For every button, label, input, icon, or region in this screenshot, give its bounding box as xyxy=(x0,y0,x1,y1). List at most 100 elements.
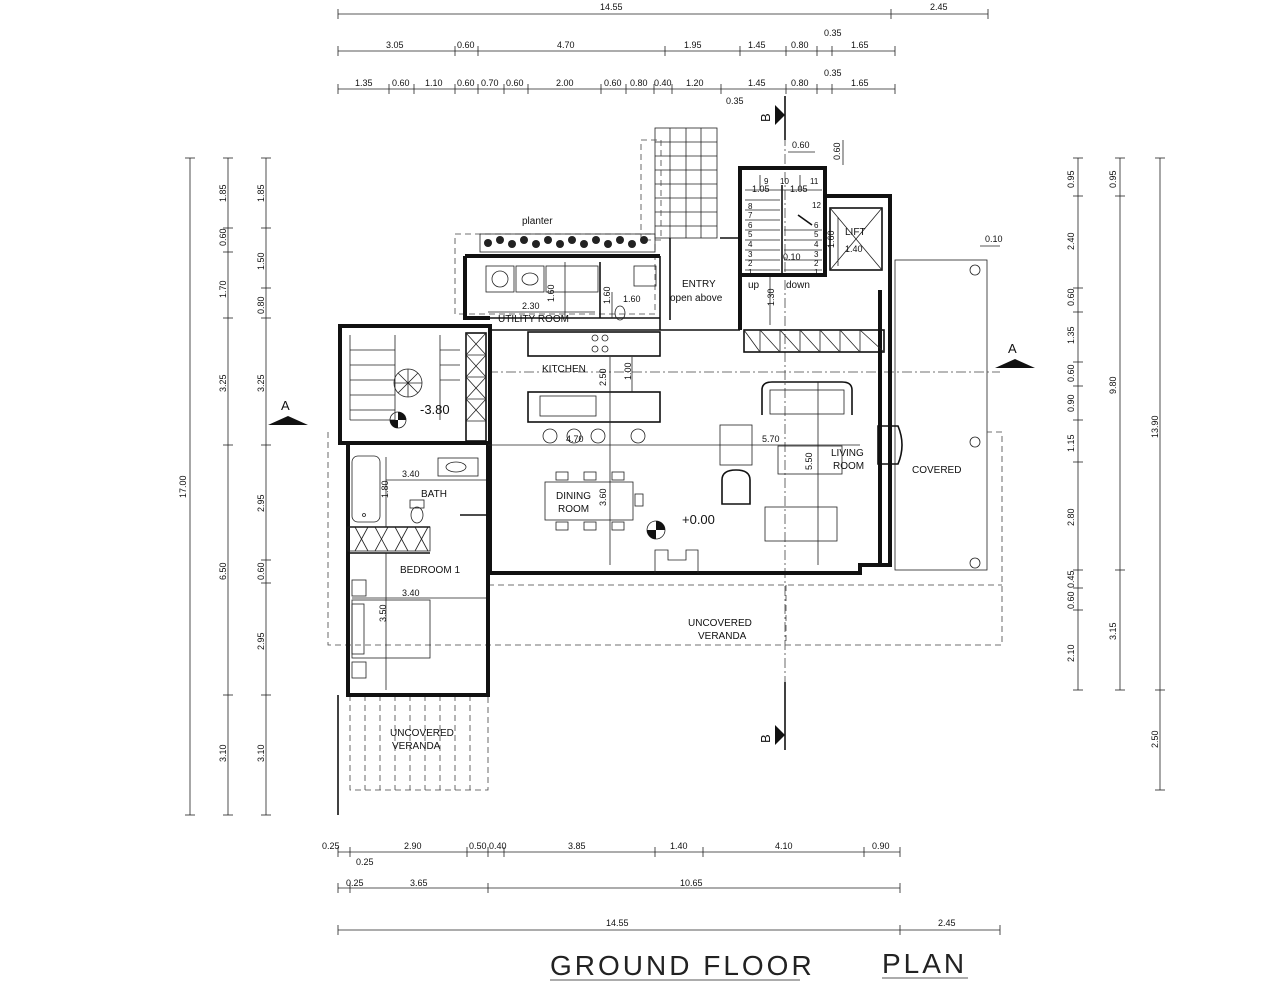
section-a-right: A xyxy=(1008,341,1017,356)
dim-text: 0.45 xyxy=(1066,570,1076,588)
dim-text: 0.80 xyxy=(791,40,809,50)
label-veranda-main-2: VERANDA xyxy=(698,631,747,642)
stair-number: 11 xyxy=(810,177,819,186)
inner-dimensions: 1.05 1.05 0.60 0.60 1.60 1.40 0.10 1.30 … xyxy=(352,140,863,690)
dim-text: 0.90 xyxy=(1066,394,1076,412)
label-planter: planter xyxy=(522,216,553,227)
label-veranda-low-2: VERANDA xyxy=(392,741,441,752)
dim-text: 1.85 xyxy=(218,184,228,202)
dim-text: 2.50 xyxy=(598,368,608,386)
stair-number: 5 xyxy=(814,230,819,239)
walls xyxy=(338,166,892,697)
dim-text: 0.60 xyxy=(506,78,524,88)
dim-text: 17.00 xyxy=(178,475,188,498)
section-markers: A A B B xyxy=(268,96,1035,750)
dim-text: 0.60 xyxy=(832,142,842,160)
level-main: +0.00 xyxy=(682,512,715,527)
label-lift: LIFT xyxy=(845,227,866,238)
dim-text: 5.50 xyxy=(804,452,814,470)
dim-text: 2.50 xyxy=(1150,730,1160,748)
label-utility-room: UTILITY ROOM xyxy=(498,314,569,325)
dim-text: 0.95 xyxy=(1108,170,1118,188)
dim-text: 0.60 xyxy=(256,562,266,580)
label-bath: BATH xyxy=(421,489,447,500)
dim-text: 9.80 xyxy=(1108,376,1118,394)
stair-number: 12 xyxy=(812,201,821,210)
dim-text: 3.65 xyxy=(410,878,428,888)
dim-text: 2.45 xyxy=(938,918,956,928)
dim-text: 3.60 xyxy=(598,488,608,506)
label-living-2: ROOM xyxy=(833,461,864,472)
dim-text: 3.25 xyxy=(256,374,266,392)
dim-text: 0.25 xyxy=(346,878,364,888)
top-dimensions: 14.55 2.45 3.05 0.60 4.70 1.95 1.45 0.80… xyxy=(337,2,989,106)
dim-text: 1.35 xyxy=(355,78,373,88)
label-down: down xyxy=(786,280,810,291)
dim-text: 0.10 xyxy=(783,252,801,262)
dim-text: 3.05 xyxy=(386,40,404,50)
dim-text: 0.60 xyxy=(457,40,475,50)
dim-text: 1.00 xyxy=(623,362,633,380)
dim-text: 1.70 xyxy=(218,280,228,298)
dim-text: 3.25 xyxy=(218,374,228,392)
stair-number: 2 xyxy=(814,259,819,268)
dim-text: 1.50 xyxy=(256,252,266,270)
dim-text: 0.60 xyxy=(792,140,810,150)
dim-text: 0.60 xyxy=(218,228,228,246)
dim-text: 1.45 xyxy=(748,40,766,50)
dim-text: 1.05 xyxy=(752,184,770,194)
dim-text: 0.35 xyxy=(824,68,842,78)
dim-text: 13.90 xyxy=(1150,415,1160,438)
dim-text: 5.70 xyxy=(762,434,780,444)
title-left: GROUND FLOOR xyxy=(550,950,815,981)
label-dining-1: DINING xyxy=(556,491,591,502)
section-a-left: A xyxy=(281,398,290,413)
label-bedroom: BEDROOM 1 xyxy=(400,565,460,576)
level-low: -3.80 xyxy=(420,402,450,417)
dim-text: 1.35 xyxy=(1066,326,1076,344)
dim-text: 1.60 xyxy=(623,294,641,304)
dim-text: 1.45 xyxy=(748,78,766,88)
dim-text: 1.95 xyxy=(684,40,702,50)
dim-text: 0.60 xyxy=(1066,364,1076,382)
fixtures xyxy=(349,175,903,573)
stair-number: 10 xyxy=(780,177,789,186)
stair-number: 3 xyxy=(748,250,753,259)
label-up: up xyxy=(748,280,760,291)
label-covered: COVERED xyxy=(912,465,961,476)
stair-number: 3 xyxy=(814,250,819,259)
dim-text: 1.80 xyxy=(380,480,390,498)
stair-number: 1 xyxy=(748,268,753,277)
left-dimensions: 17.00 1.85 0.60 1.70 3.25 6.50 3.10 1.85… xyxy=(178,157,271,816)
dim-text: 2.95 xyxy=(256,632,266,650)
dim-text: 1.65 xyxy=(851,40,869,50)
label-living-1: LIVING xyxy=(831,448,864,459)
dim-text: 0.60 xyxy=(1066,591,1076,609)
label-entry: ENTRY xyxy=(682,279,716,290)
dim-text: 0.25 xyxy=(356,857,374,867)
label-entry-sub: open above xyxy=(670,293,723,304)
stair-number: 1 xyxy=(814,268,819,277)
dim-text: 0.35 xyxy=(824,28,842,38)
dim-text: 6.50 xyxy=(218,562,228,580)
dim-text: 2.80 xyxy=(1066,508,1076,526)
drawing-title: GROUND FLOOR PLAN xyxy=(550,948,968,981)
label-veranda-main-1: UNCOVERED xyxy=(688,618,752,629)
dim-text: 0.25 xyxy=(322,841,340,851)
stair-number: 6 xyxy=(814,221,819,230)
stair-number: 2 xyxy=(748,259,753,268)
dim-text: 4.70 xyxy=(557,40,575,50)
dim-text: 1.40 xyxy=(670,841,688,851)
dim-text: 1.15 xyxy=(1066,434,1076,452)
dim-text: 0.50 xyxy=(469,841,487,851)
dim-text: 2.40 xyxy=(1066,232,1076,250)
dim-text: 1.60 xyxy=(826,230,836,248)
dim-text: 0.10 xyxy=(985,234,1003,244)
label-kitchen: KITCHEN xyxy=(542,364,586,375)
stair-number: 8 xyxy=(748,202,753,211)
dim-text: 0.40 xyxy=(654,78,672,88)
dim-text: 0.40 xyxy=(489,841,507,851)
dim-text: 0.60 xyxy=(457,78,475,88)
dim-top-245: 2.45 xyxy=(930,2,948,12)
